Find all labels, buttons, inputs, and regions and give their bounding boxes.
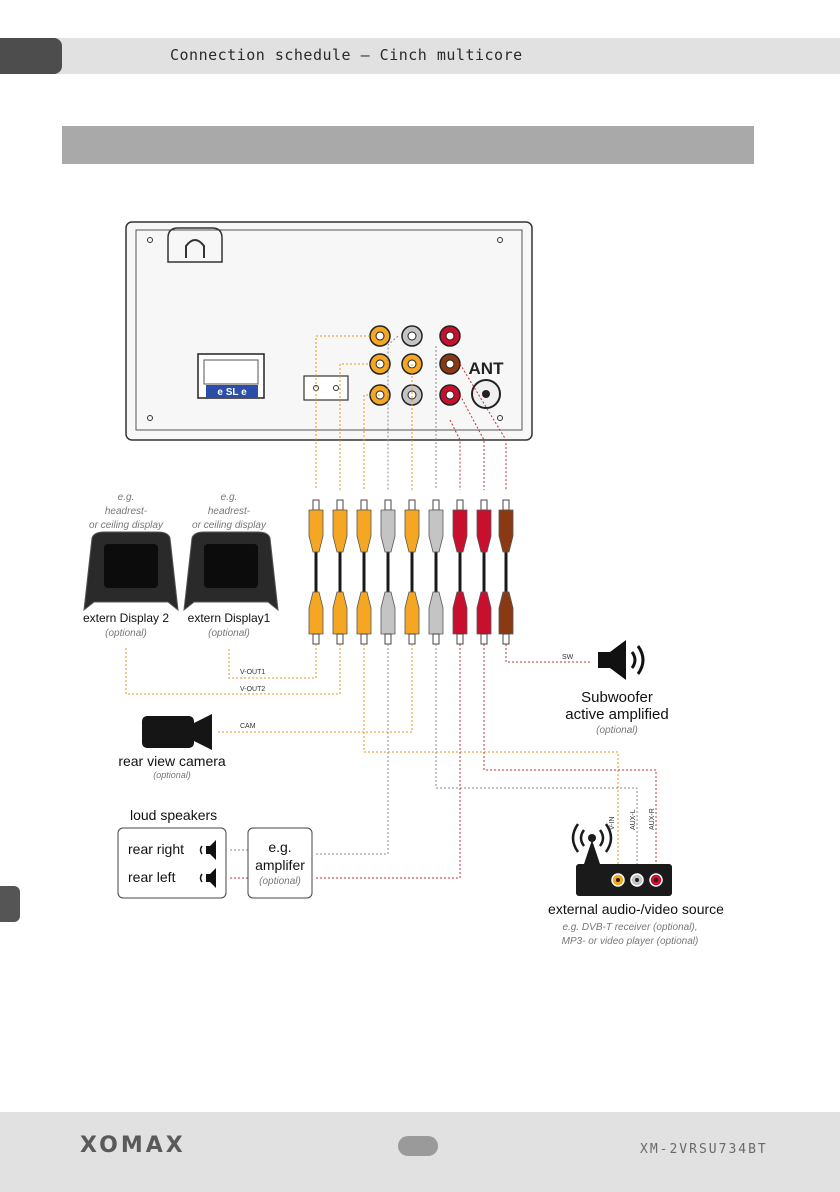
subwoofer-line1: Subwoofer xyxy=(581,689,653,706)
display2-name: extern Display 2 xyxy=(83,611,169,625)
display2-optional: (optional) xyxy=(105,628,147,639)
av-source-note2: MP3- or video player (optional) xyxy=(562,936,699,947)
head-unit: e SL e ANT xyxy=(125,221,533,441)
label-auxr: AUX-R xyxy=(649,808,656,830)
speaker-rear-left: rear left xyxy=(128,869,176,885)
label-sw: SW xyxy=(562,654,574,661)
wire-auxr xyxy=(483,644,657,870)
wire-brown-top xyxy=(459,363,507,490)
display1-note-3: or ceiling display xyxy=(192,520,267,531)
amplifier-optional: (optional) xyxy=(259,876,301,887)
wire-red2-top xyxy=(459,394,485,490)
display2-note-1: e.g. xyxy=(118,492,135,503)
header-tab xyxy=(0,38,62,74)
speakers-box xyxy=(117,827,227,899)
label-cam: CAM xyxy=(240,723,256,730)
wire-auxl xyxy=(435,644,638,870)
display1-note-1: e.g. xyxy=(221,492,238,503)
signal-lines xyxy=(125,335,657,879)
display1-optional: (optional) xyxy=(208,628,250,639)
camera-optional: (optional) xyxy=(153,770,191,780)
speaker-left-icon xyxy=(199,868,216,888)
model-number: XM-2VRSU734BT xyxy=(640,1142,768,1157)
wire-cam xyxy=(216,644,413,733)
speaker-icon xyxy=(598,640,645,680)
speakers-title: loud speakers xyxy=(130,807,217,823)
extern-display-1 xyxy=(183,531,279,612)
iso-connector xyxy=(197,353,265,399)
rca-cable xyxy=(476,499,492,645)
av-source-device xyxy=(571,823,672,896)
display2-note-2: headrest- xyxy=(105,506,148,517)
connection-diagram: e SL e ANT e.g. headrest- or ceiling dis… xyxy=(83,221,724,947)
label-vout1: V-OUT1 xyxy=(240,669,265,676)
subwoofer-line2: active amplified xyxy=(565,706,668,723)
subwoofer-optional: (optional) xyxy=(596,725,638,736)
side-tab xyxy=(0,886,20,922)
wire-amp-right xyxy=(314,644,389,855)
page-title: Connection schedule – Cinch multicore xyxy=(170,46,523,64)
display1-note-2: headrest- xyxy=(208,506,251,517)
amplifier-box xyxy=(247,827,313,899)
rca-cable xyxy=(308,499,324,645)
page-number-pill xyxy=(398,1136,438,1156)
amplifier-line2: amplifer xyxy=(255,857,305,873)
camera-icon xyxy=(142,714,212,750)
brand-logo: XOMAX xyxy=(80,1133,186,1158)
av-source-name: external audio-/video source xyxy=(548,901,724,917)
rca-sockets xyxy=(369,325,461,406)
speaker-rear-right: rear right xyxy=(128,841,184,857)
header-bar xyxy=(0,38,840,74)
camera-name: rear view camera xyxy=(118,753,226,769)
label-auxl: AUX-L xyxy=(630,809,637,830)
wire-vout2 xyxy=(125,644,341,695)
rca-cable xyxy=(428,499,444,645)
rca-cable xyxy=(380,499,396,645)
display1-name: extern Display1 xyxy=(188,611,271,625)
rca-cable xyxy=(404,499,420,645)
rca-cable xyxy=(452,499,468,645)
av-source-note1: e.g. DVB-T receiver (optional), xyxy=(562,922,697,933)
iso-label: e SL e xyxy=(217,387,247,398)
wire-audio-top xyxy=(387,335,399,490)
amplifier-line1: e.g. xyxy=(268,839,291,855)
rca-cable xyxy=(356,499,372,645)
wire-vout2-top xyxy=(339,363,380,490)
rca-cable xyxy=(498,499,514,645)
display2-note-3: or ceiling display xyxy=(89,520,164,531)
label-vin: V-IN xyxy=(609,816,616,830)
wire-amp-left xyxy=(314,644,461,879)
rca-cable xyxy=(332,499,348,645)
label-vout2: V-OUT2 xyxy=(240,686,265,693)
section-bar xyxy=(62,126,754,164)
cinch-multicore xyxy=(308,499,514,645)
wire-vout1 xyxy=(228,644,317,679)
wire-vin xyxy=(363,644,619,870)
ant-label: ANT xyxy=(469,359,505,378)
wire-cam-top xyxy=(363,394,380,490)
fuse-block xyxy=(303,375,349,401)
wire-sw xyxy=(505,644,592,663)
speaker-right-icon xyxy=(199,840,216,860)
wire-vout1-top xyxy=(315,335,370,490)
extern-display-2 xyxy=(83,531,179,612)
